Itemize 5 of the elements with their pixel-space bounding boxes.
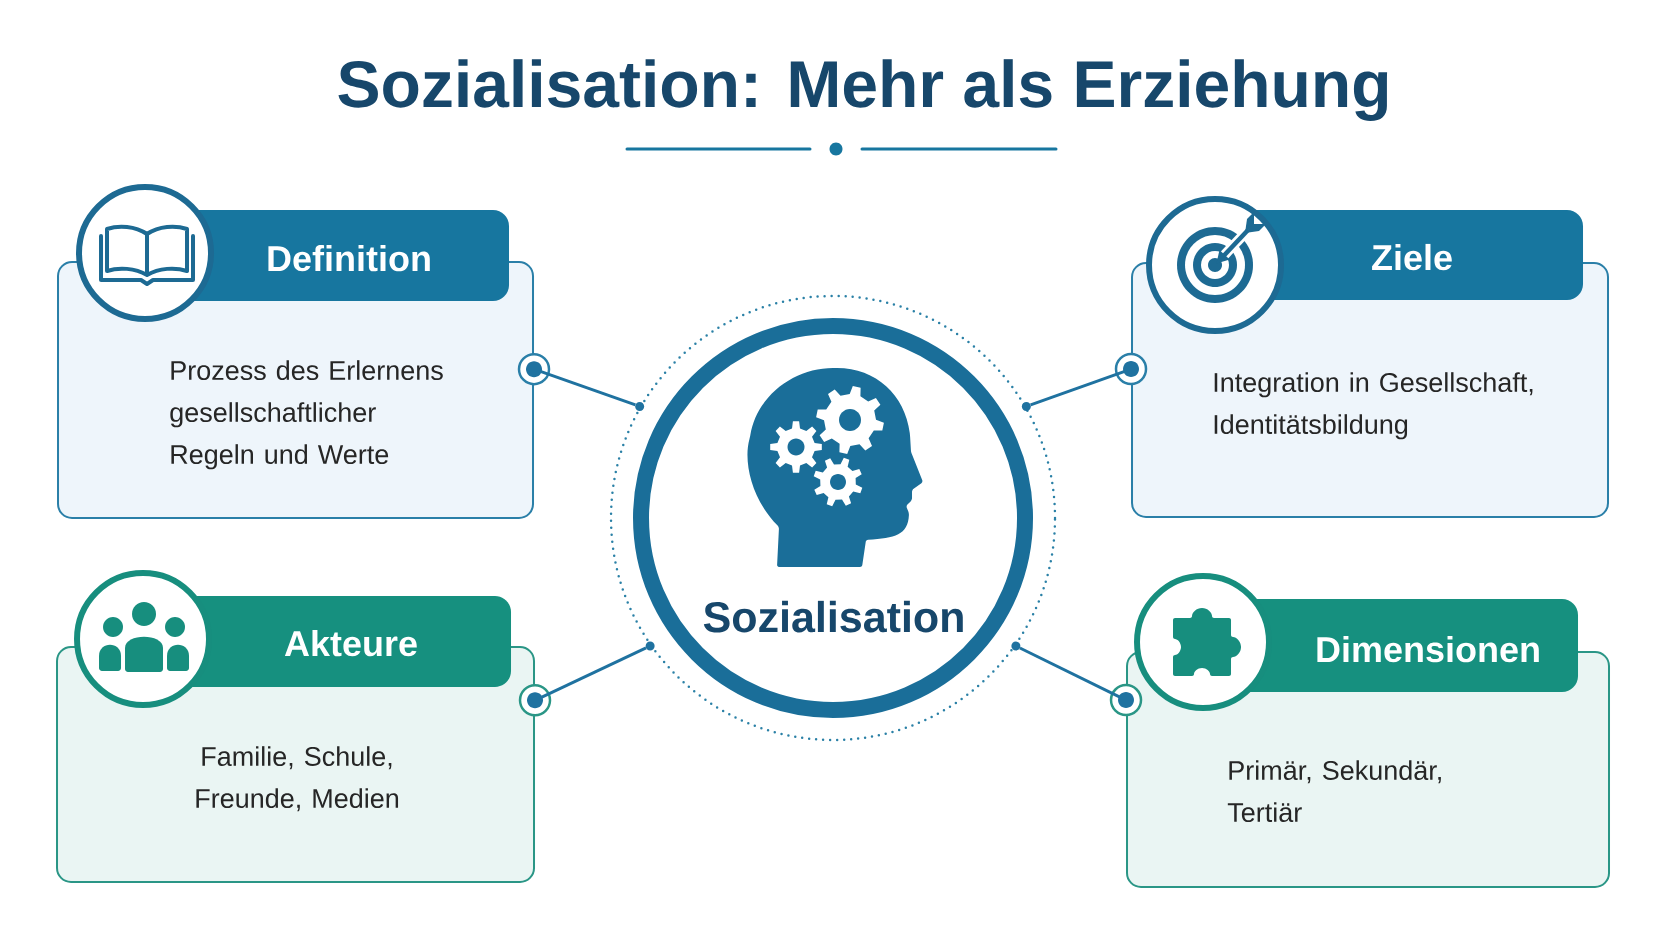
title: Sozialisation: Mehr als Erziehung xyxy=(338,59,1388,121)
connector xyxy=(1030,361,1139,407)
connector xyxy=(527,646,647,709)
connector xyxy=(1019,646,1134,709)
connector xyxy=(526,361,636,407)
